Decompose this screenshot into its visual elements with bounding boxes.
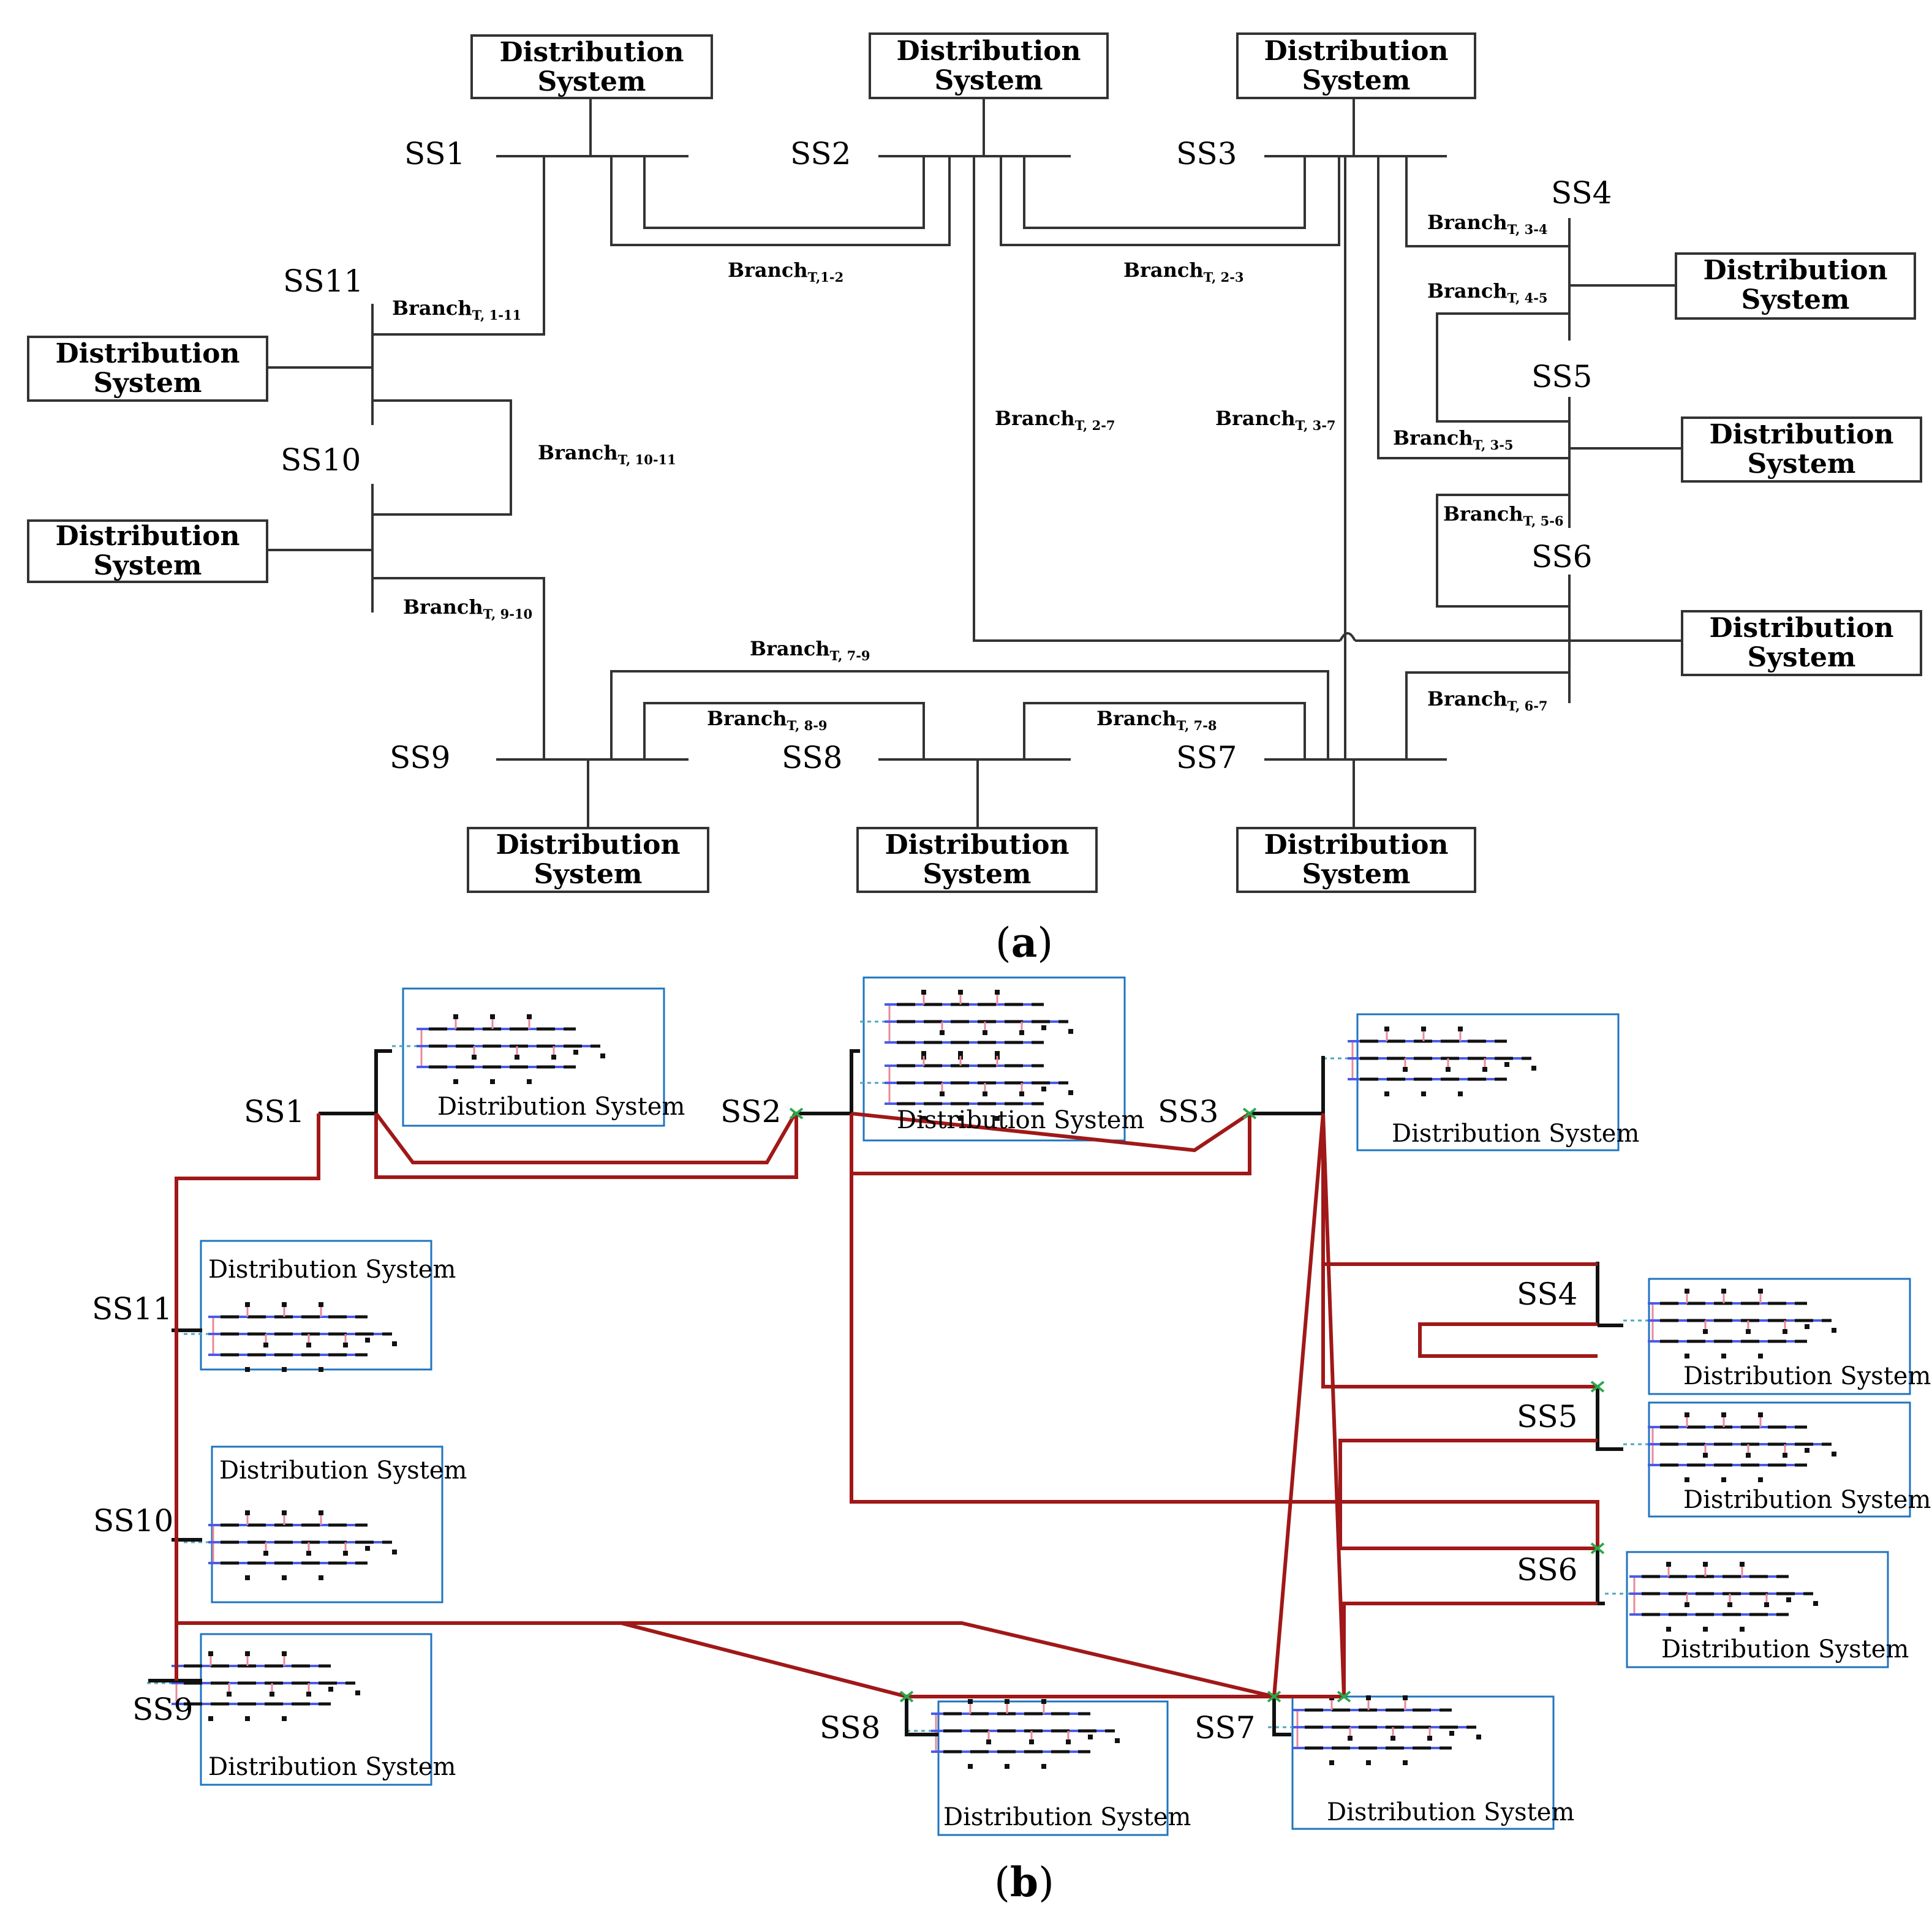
- ds-label-b: Distribution System: [208, 1256, 456, 1284]
- branch-label: BranchT, 8-9: [707, 707, 828, 733]
- ds-label: Distribution: [1264, 36, 1449, 67]
- ss-label-ss10: SS10: [281, 442, 361, 478]
- distribution-box-ss1: [470, 34, 713, 99]
- ds-label: System: [923, 859, 1032, 890]
- ds-box-ss8: [937, 1700, 1169, 1836]
- ds-label: Distribution: [1710, 419, 1894, 450]
- branch-label: BranchT, 3-5: [1393, 426, 1514, 453]
- tie-lines: [175, 1112, 1599, 1698]
- distribution-box-ss3: [1236, 32, 1476, 99]
- ss-label-ss6: SS6: [1531, 539, 1592, 575]
- panel-b-network: SS1 SS2 SS3 SS4 SS5 SS6 SS7 SS8 SS9 SS10…: [92, 976, 1931, 1906]
- ds-label: Distribution: [500, 37, 684, 68]
- ds-label: System: [1748, 642, 1856, 673]
- ds-label: Distribution: [1710, 612, 1894, 644]
- ss-label-b-ss10: SS10: [93, 1503, 173, 1539]
- ds-label: Distribution: [56, 338, 240, 369]
- ss-label-ss9: SS9: [390, 740, 450, 775]
- ds-box-ss3: [1356, 1013, 1620, 1151]
- distribution-box-ss4: [1675, 252, 1916, 320]
- distribution-box-ss10: [27, 519, 268, 583]
- ds-label: System: [935, 65, 1043, 96]
- ds-label-b: Distribution System: [219, 1456, 467, 1485]
- branch-label: BranchT, 6-7: [1427, 687, 1548, 714]
- branch-label: BranchT, 3-4: [1427, 211, 1548, 237]
- ds-label: Distribution: [1264, 829, 1449, 861]
- distribution-box-ss5: [1681, 416, 1922, 483]
- ds-label-b: Distribution System: [897, 1106, 1144, 1134]
- branch-label: BranchT, 9-10: [403, 595, 532, 622]
- ds-label-b: Distribution System: [1683, 1362, 1931, 1390]
- ss-label-ss1: SS1: [404, 136, 465, 171]
- ds-box-ss5: [1648, 1401, 1911, 1518]
- ss-label-b-ss11: SS11: [92, 1291, 172, 1327]
- branch-label: BranchT,1-2: [728, 258, 843, 285]
- ss-label-b-ss6: SS6: [1517, 1552, 1577, 1588]
- ds-box-ss2: [862, 976, 1126, 1142]
- distribution-box-ss6: [1681, 610, 1922, 676]
- ds-box-ss9: [200, 1633, 432, 1786]
- distribution-box-ss9: [467, 827, 709, 893]
- caption-a: (a): [995, 919, 1053, 966]
- ds-label: System: [1302, 65, 1411, 96]
- ss-label-ss5: SS5: [1531, 359, 1592, 394]
- ds-label: Distribution: [885, 829, 1070, 861]
- branch-label: BranchT, 2-3: [1123, 258, 1244, 285]
- branch-label: BranchT, 2-7: [995, 407, 1115, 433]
- ds-label: Distribution: [496, 829, 681, 861]
- panel-a-schematic: [27, 32, 1922, 893]
- ss-label-ss4: SS4: [1551, 175, 1612, 211]
- ds-label: System: [534, 859, 643, 890]
- ds-label: System: [94, 550, 202, 581]
- ss-label-ss3: SS3: [1176, 136, 1237, 171]
- ds-label-b: Distribution System: [1327, 1798, 1574, 1826]
- distribution-box-ss11: [27, 336, 268, 402]
- distribution-box-ss2: [869, 32, 1109, 99]
- panel-a-labels: Distribution System Distribution System …: [56, 36, 1894, 966]
- ds-label: System: [1741, 284, 1850, 315]
- ds-label-b: Distribution System: [943, 1803, 1191, 1831]
- distribution-box-ss7: [1236, 827, 1476, 893]
- ds-label: Distribution: [1704, 255, 1888, 286]
- ds-label-b: Distribution System: [437, 1093, 685, 1121]
- ss-label-b-ss1: SS1: [244, 1094, 304, 1129]
- caption-b: (b): [994, 1858, 1054, 1906]
- ds-label: Distribution: [897, 36, 1081, 67]
- branch-label: BranchT, 7-9: [750, 637, 870, 663]
- ss-label-ss7: SS7: [1176, 740, 1237, 775]
- ds-label: System: [1302, 859, 1411, 890]
- ds-box-ss1: [402, 987, 665, 1127]
- ds-label: System: [94, 367, 202, 399]
- branch-label: BranchT, 4-5: [1427, 279, 1548, 306]
- branch-label: BranchT, 3-7: [1215, 407, 1336, 433]
- branch-label: BranchT, 7-8: [1096, 707, 1217, 733]
- ds-label: Distribution: [56, 521, 240, 552]
- ds-label-b: Distribution System: [1392, 1120, 1639, 1148]
- ds-label-b: Distribution System: [1683, 1486, 1931, 1514]
- ss-label-b-ss4: SS4: [1517, 1276, 1577, 1312]
- ds-label-b: Distribution System: [1661, 1635, 1909, 1663]
- branch-label: BranchT, 5-6: [1443, 502, 1564, 529]
- ss-label-b-ss7: SS7: [1194, 1710, 1255, 1746]
- ss-label-b-ss9: SS9: [132, 1692, 193, 1727]
- ds-box-ss4: [1648, 1278, 1911, 1395]
- ss-label-b-ss2: SS2: [720, 1094, 781, 1129]
- ds-label-b: Distribution System: [208, 1753, 456, 1781]
- ds-box-ss6: [1626, 1551, 1889, 1668]
- ds-label: System: [538, 66, 646, 97]
- ss-label-ss2: SS2: [790, 136, 851, 171]
- distribution-box-ss8: [856, 827, 1098, 893]
- branch-labels: BranchT,1-2 BranchT, 2-3 BranchT, 1-11 B…: [392, 211, 1564, 733]
- ss-label-b-ss3: SS3: [1158, 1094, 1218, 1129]
- branch-label: BranchT, 10-11: [538, 441, 676, 467]
- ds-box-ss7: [1291, 1695, 1555, 1830]
- ss-label-ss11: SS11: [283, 263, 363, 299]
- branch-label: BranchT, 1-11: [392, 296, 521, 323]
- ss-label-ss8: SS8: [782, 740, 842, 775]
- ds-label: System: [1748, 448, 1856, 480]
- ss-label-b-ss8: SS8: [820, 1710, 880, 1746]
- ss-label-b-ss5: SS5: [1517, 1399, 1577, 1434]
- ds-box-ss11: [200, 1240, 432, 1371]
